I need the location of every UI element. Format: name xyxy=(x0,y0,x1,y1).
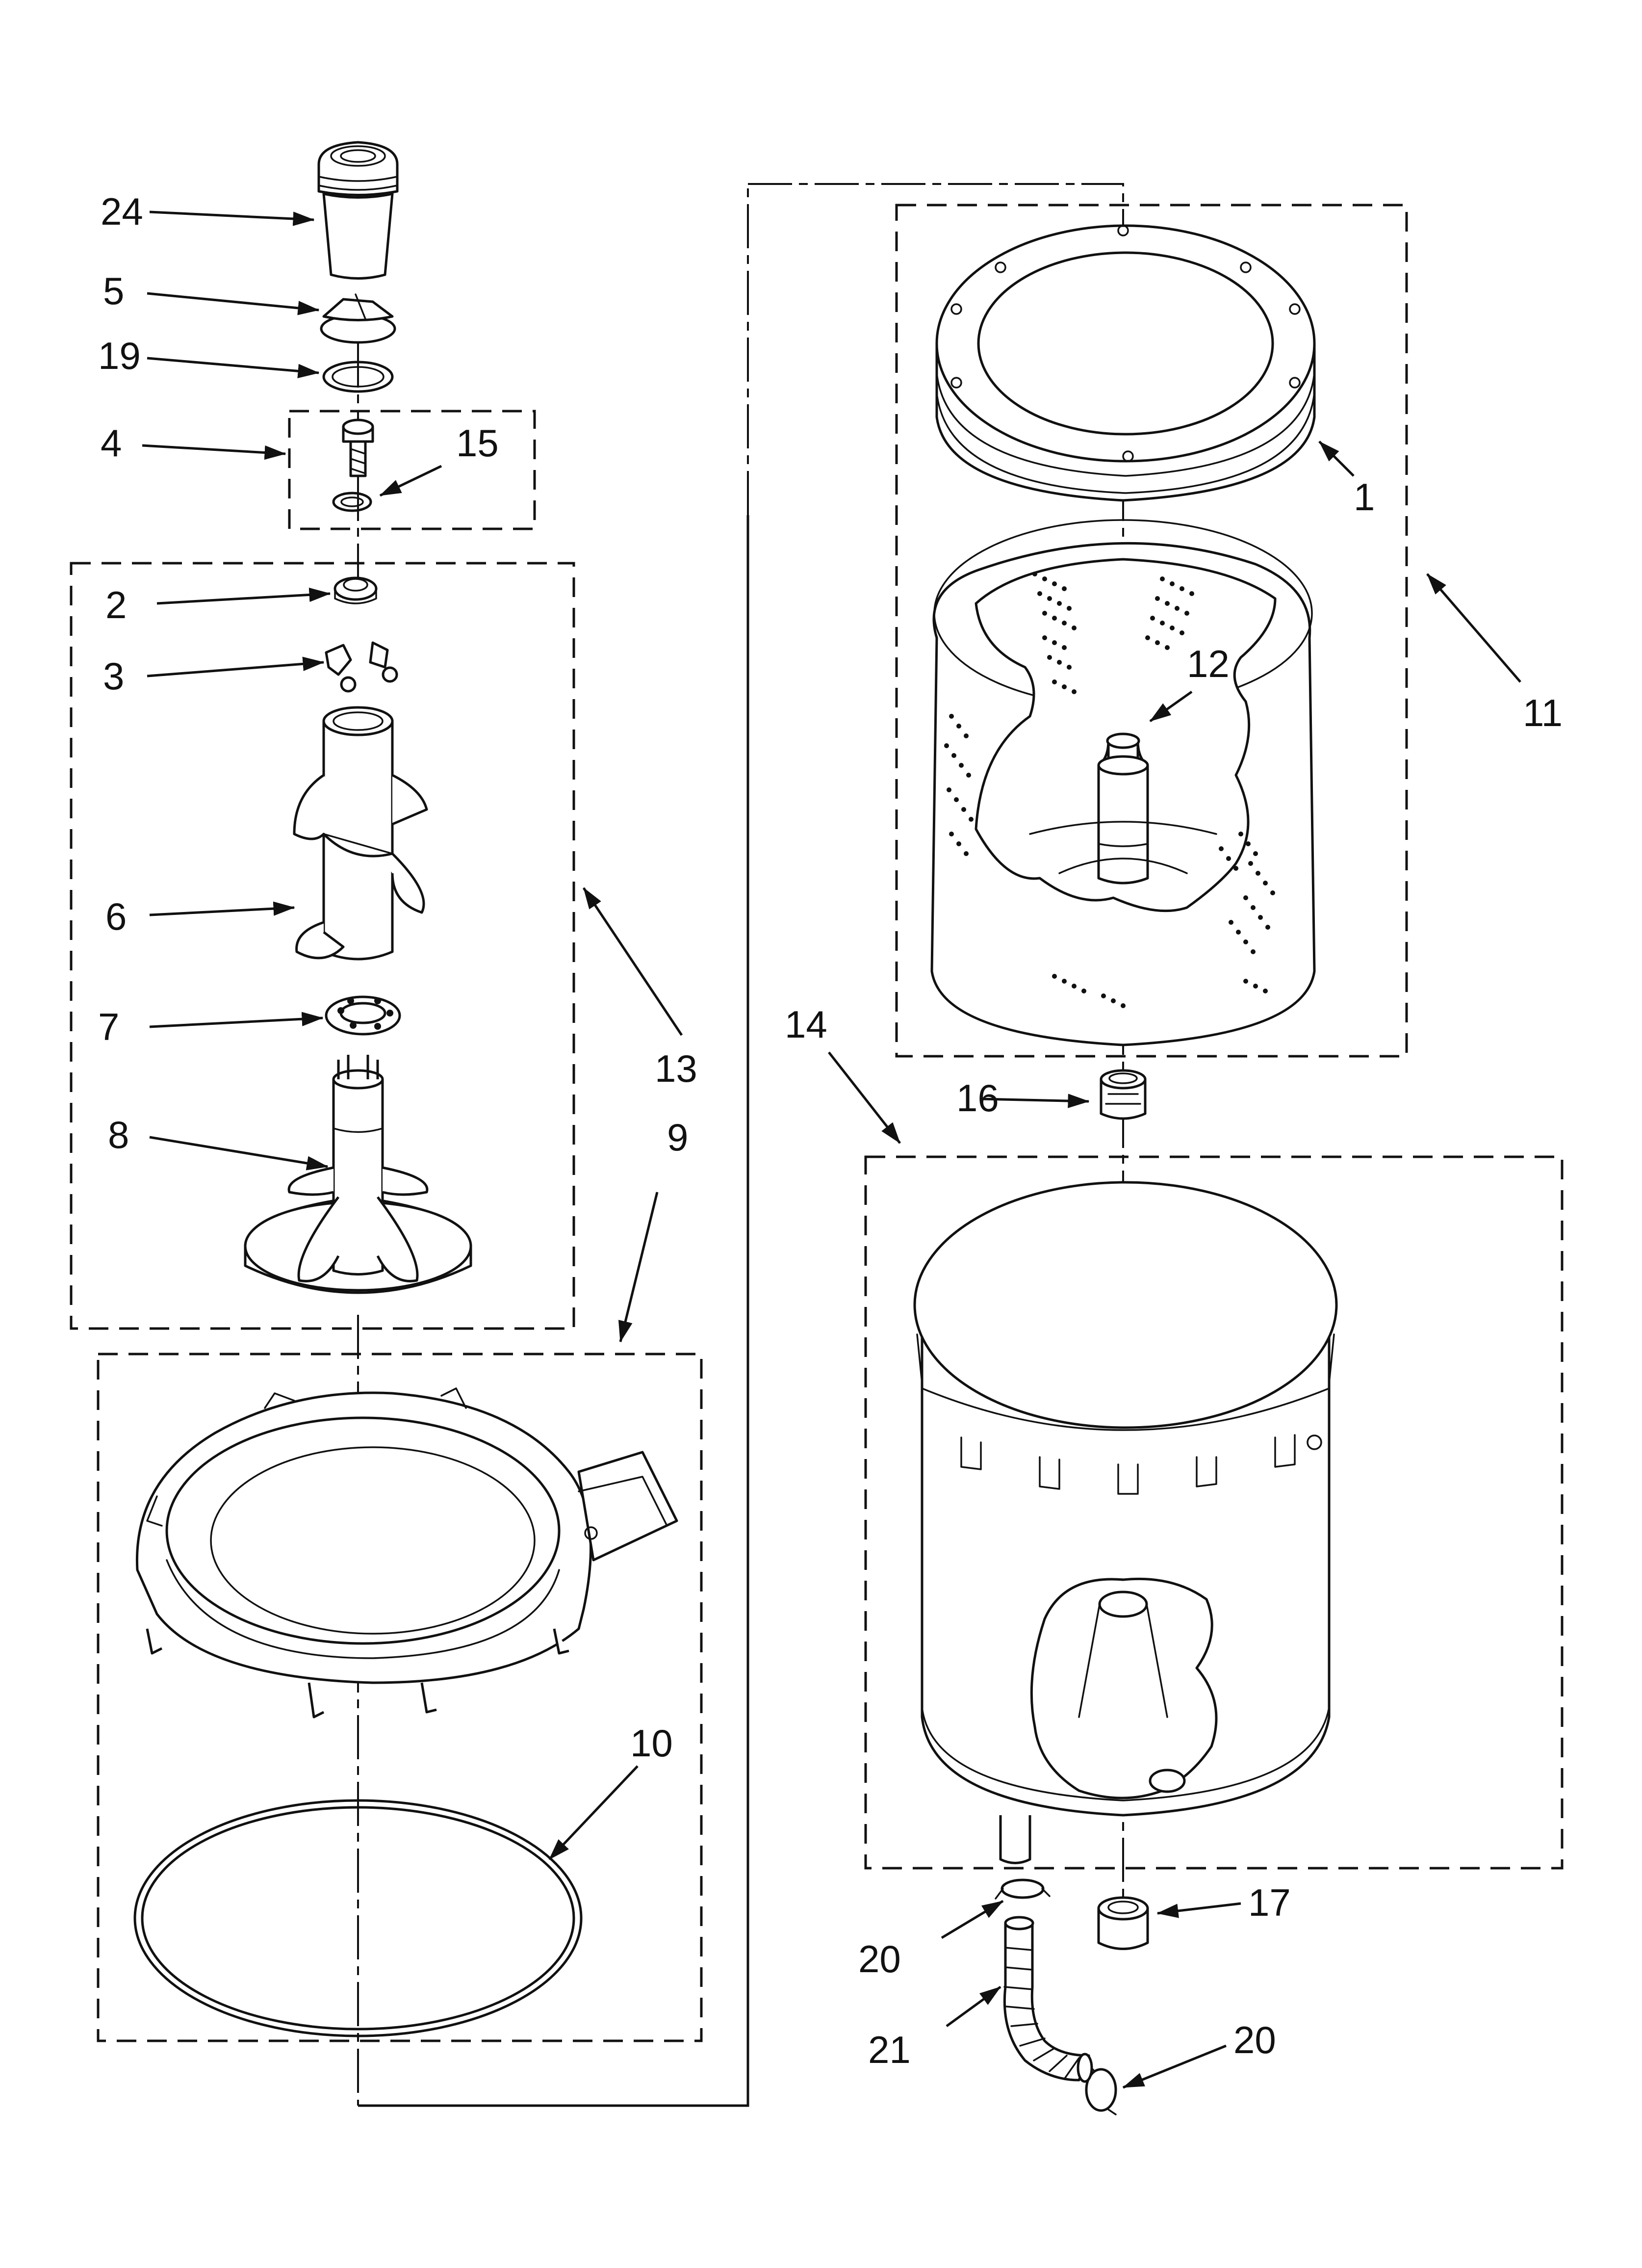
part-1-balance-ring xyxy=(935,224,1316,502)
part-19-o-ring xyxy=(322,361,394,393)
part-14-outer-tub xyxy=(913,1181,1338,1864)
part-15-washer xyxy=(332,492,372,512)
callout-8: 8 xyxy=(108,1113,129,1156)
callout-20-lower: 20 xyxy=(1233,2018,1276,2061)
callout-11: 11 xyxy=(1523,691,1563,734)
part-16-bushing xyxy=(1100,1069,1147,1120)
part-24-agitator-cap xyxy=(317,141,399,280)
callout-15: 15 xyxy=(456,421,499,465)
part-5-cam xyxy=(320,293,396,344)
group-box-13 xyxy=(70,562,575,1330)
callout-4: 4 xyxy=(101,421,122,465)
callout-16: 16 xyxy=(956,1076,999,1120)
leader-arrows xyxy=(142,210,1521,2089)
callout-1: 1 xyxy=(1354,475,1375,519)
callout-5: 5 xyxy=(103,269,124,313)
callout-21: 21 xyxy=(868,2028,911,2071)
part-21-drain-hose xyxy=(1003,1916,1093,2083)
callout-2: 2 xyxy=(105,583,127,626)
group-box-11 xyxy=(895,204,1408,1058)
callout-7: 7 xyxy=(98,1005,119,1048)
assembly-connector-line xyxy=(358,515,749,2107)
callout-17: 17 xyxy=(1248,1881,1291,1924)
callout-12: 12 xyxy=(1187,642,1230,685)
part-7-bearing xyxy=(325,995,401,1036)
part-10-seal-ring xyxy=(133,1799,583,2037)
callout-14: 14 xyxy=(785,1003,827,1046)
part-3-dog-clips xyxy=(325,641,398,693)
part-6-auger xyxy=(293,706,428,961)
basket-perforations xyxy=(944,572,1275,1008)
callout-24: 24 xyxy=(101,190,143,233)
group-box-4 xyxy=(288,410,536,530)
part-4-bolt xyxy=(342,418,374,477)
part-2-agitator-dog xyxy=(334,576,378,604)
part-20-hose-clamp-upper xyxy=(995,1878,1051,1900)
part-11-spin-basket xyxy=(930,519,1316,1046)
part-8-agitator-base xyxy=(244,1055,472,1294)
callout-9: 9 xyxy=(667,1116,688,1159)
callout-20-upper: 20 xyxy=(858,1937,901,1981)
callout-6: 6 xyxy=(105,895,127,938)
callout-3: 3 xyxy=(103,654,124,698)
group-box-14 xyxy=(864,1155,1564,1870)
group-box-9 xyxy=(97,1353,703,2042)
callout-10: 10 xyxy=(630,1721,673,1765)
part-17-tub-seal xyxy=(1097,1896,1149,1950)
callout-13: 13 xyxy=(655,1047,697,1090)
callout-19: 19 xyxy=(98,334,141,377)
part-9-tub-ring xyxy=(135,1387,678,1719)
